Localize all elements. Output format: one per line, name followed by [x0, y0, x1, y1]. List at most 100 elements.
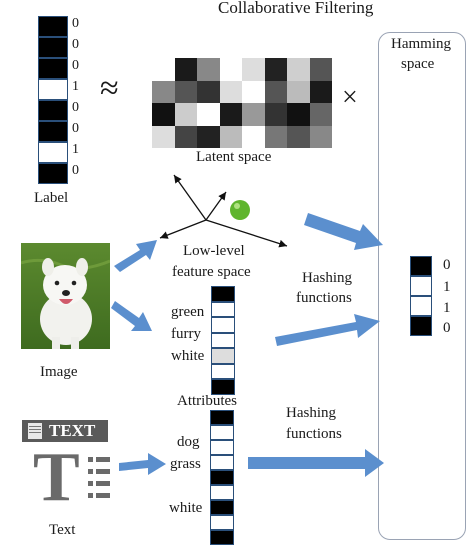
- arrow-image-to-attributes: [111, 301, 152, 331]
- diagram-title: Collaborative Filtering: [218, 0, 374, 17]
- label-bit-cell: [38, 16, 68, 37]
- latent-space-matrix: [152, 58, 332, 148]
- latent-matrix-cell: [197, 125, 220, 148]
- arrow-image-to-feature: [114, 240, 157, 272]
- attribute-code-column: [211, 286, 235, 396]
- label-bit-value: 1: [72, 142, 79, 157]
- hamming-bit-value: 0: [443, 257, 451, 273]
- hamming-title-line2: space: [401, 56, 435, 72]
- latent-matrix-cell: [174, 80, 197, 103]
- arrow-feature-to-hamming: [304, 213, 383, 250]
- latent-matrix-cell: [152, 58, 175, 81]
- label-bit-cell: [38, 142, 68, 163]
- text-word-dog: dog: [177, 434, 200, 450]
- hashing-label-top-line1: Hashing: [302, 270, 352, 286]
- label-bit-value: 0: [72, 16, 79, 31]
- latent-matrix-cell: [309, 58, 332, 81]
- latent-matrix-cell: [309, 80, 332, 103]
- latent-matrix-cell: [242, 58, 265, 81]
- latent-matrix-cell: [242, 80, 265, 103]
- attribute-code-cell: [211, 332, 235, 348]
- latent-matrix-cell: [264, 58, 287, 81]
- latent-matrix-cell: [309, 125, 332, 148]
- text-icon-word: TEXT: [49, 421, 96, 440]
- arrow-text-column-to-hamming: [248, 449, 384, 477]
- latent-matrix-cell: [219, 58, 242, 81]
- latent-matrix-cell: [152, 80, 175, 103]
- latent-matrix-cell: [174, 125, 197, 148]
- latent-matrix-cell: [287, 103, 310, 126]
- latent-matrix-cell: [264, 80, 287, 103]
- latent-matrix-cell: [309, 103, 332, 126]
- text-code-cell: [210, 455, 234, 470]
- arrow-text-to-column: [119, 453, 166, 475]
- label-bit-value: 1: [72, 79, 79, 94]
- attribute-code-cell: [211, 317, 235, 333]
- latent-matrix-cell: [287, 58, 310, 81]
- hashing-label-bottom-line2: functions: [286, 426, 342, 442]
- latent-matrix-cell: [197, 103, 220, 126]
- text-word-grass: grass: [170, 456, 201, 472]
- hamming-code-cell: [410, 316, 432, 336]
- dog-photo: [21, 243, 110, 349]
- latent-matrix-cell: [197, 58, 220, 81]
- text-caption: Text: [49, 522, 76, 538]
- hamming-bit-value: 1: [443, 279, 451, 295]
- hamming-code-column: [410, 256, 432, 336]
- latent-matrix-cell: [287, 125, 310, 148]
- text-code-cell: [210, 425, 234, 440]
- latent-matrix-cell: [264, 103, 287, 126]
- label-bit-cell: [38, 100, 68, 121]
- attribute-word-furry: furry: [171, 326, 201, 342]
- attribute-code-cell: [211, 301, 235, 317]
- latent-matrix-cell: [242, 103, 265, 126]
- hamming-bit-value: 1: [443, 300, 451, 316]
- document-icon: [28, 423, 42, 439]
- latent-matrix-cell: [264, 125, 287, 148]
- feature-space-axes: [159, 174, 288, 248]
- hashing-label-top-line2: functions: [296, 290, 352, 306]
- text-icon-banner: TEXT: [22, 420, 108, 442]
- hamming-title-line1: Hamming: [391, 36, 451, 52]
- text-code-cell: [210, 470, 234, 485]
- approx-symbol: ≈: [100, 70, 119, 107]
- hamming-space-panel: [378, 32, 466, 540]
- attribute-word-white: white: [171, 348, 205, 364]
- latent-matrix-cell: [152, 125, 175, 148]
- latent-matrix-cell: [197, 80, 220, 103]
- latent-matrix-cell: [287, 80, 310, 103]
- hashing-label-bottom-line1: Hashing: [286, 405, 336, 421]
- feature-space-caption-line1: Low-level: [183, 243, 245, 259]
- text-code-column: [210, 410, 234, 545]
- attribute-code-cell: [211, 363, 235, 379]
- text-code-cell: [210, 530, 234, 545]
- hamming-code-cell: [410, 256, 432, 276]
- latent-space-caption: Latent space: [196, 149, 272, 165]
- text-icon-letter: T: [33, 439, 80, 516]
- text-word-white: white: [169, 500, 203, 516]
- label-bit-value: 0: [72, 100, 79, 115]
- text-code-cell: [210, 485, 234, 500]
- latent-matrix-cell: [242, 125, 265, 148]
- attribute-code-cell: [211, 379, 235, 395]
- hamming-code-cell: [410, 296, 432, 316]
- label-bit-value: 0: [72, 163, 79, 178]
- label-bit-cell: [38, 163, 68, 184]
- latent-matrix-cell: [219, 103, 242, 126]
- text-code-cell: [210, 500, 234, 515]
- label-bit-value: 0: [72, 58, 79, 73]
- feature-space-caption-line2: feature space: [172, 264, 251, 280]
- text-code-cell: [210, 515, 234, 530]
- latent-matrix-cell: [219, 80, 242, 103]
- times-symbol: ×: [342, 82, 358, 113]
- hamming-bit-value: 0: [443, 320, 451, 336]
- latent-matrix-cell: [219, 125, 242, 148]
- text-code-cell: [210, 440, 234, 455]
- label-bit-cell: [38, 121, 68, 142]
- attribute-word-green: green: [171, 304, 205, 320]
- label-bit-cell: [38, 37, 68, 58]
- text-code-cell: [210, 410, 234, 425]
- image-caption: Image: [40, 364, 78, 380]
- label-bit-value: 0: [72, 121, 79, 136]
